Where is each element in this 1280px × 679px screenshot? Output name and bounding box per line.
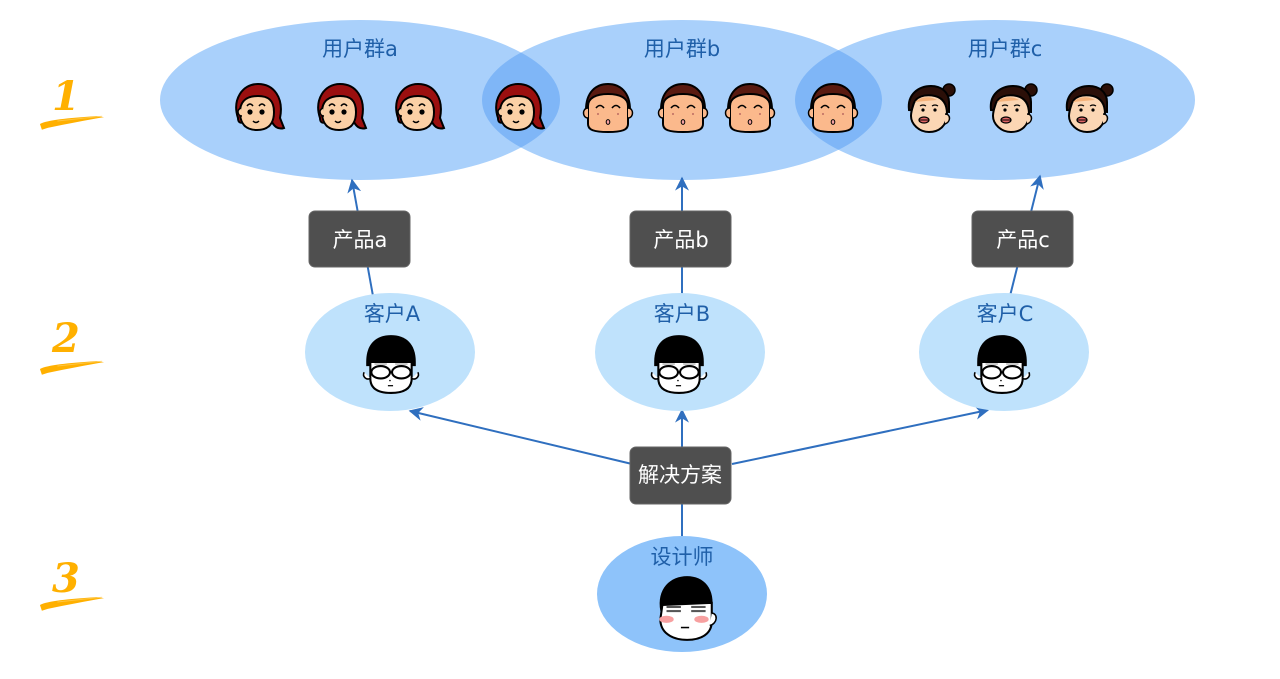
product-a-box[interactable]: 产品a — [308, 210, 411, 268]
user-group-a-label: 用户群a — [322, 37, 398, 61]
user-group-b-label: 用户群b — [644, 37, 720, 61]
step-3-marker: 3 — [39, 555, 105, 612]
user-face-icon — [724, 83, 776, 133]
brush-stroke-icon — [39, 596, 105, 612]
client-b-node[interactable]: 客户B — [595, 293, 765, 411]
product-b-label: 产品b — [653, 228, 708, 252]
client-c-label: 客户C — [977, 302, 1034, 326]
solution-label: 解决方案 — [638, 463, 722, 487]
step-1-number: 1 — [52, 73, 80, 120]
client-avatar-icon — [973, 334, 1031, 394]
user-face-icon — [582, 83, 634, 133]
client-avatar-icon — [650, 334, 708, 394]
designer-label: 设计师 — [651, 545, 714, 569]
product-c-box[interactable]: 产品c — [971, 210, 1074, 268]
client-a-node[interactable]: 客户A — [305, 293, 475, 411]
product-c-label: 产品c — [996, 228, 1050, 252]
user-face-icon — [807, 83, 859, 133]
arrow-solution-to-client-c — [731, 405, 990, 465]
step-2-marker: 2 — [39, 315, 105, 376]
brush-stroke-icon — [39, 115, 105, 131]
product-b-box[interactable]: 产品b — [629, 210, 732, 268]
user-group-c-label: 用户群c — [968, 37, 1043, 61]
step-3-number: 3 — [52, 555, 80, 602]
user-groups-layer: 用户群a 用户群b 用户群c — [160, 20, 1195, 180]
client-c-node[interactable]: 客户C — [919, 293, 1089, 411]
client-avatar-icon — [362, 334, 420, 394]
solution-box[interactable]: 解决方案 — [629, 446, 732, 505]
step-2-number: 2 — [51, 315, 80, 362]
step-1-marker: 1 — [39, 73, 105, 131]
arrow-solution-to-client-a — [408, 407, 633, 465]
client-a-label: 客户A — [364, 302, 421, 326]
client-b-label: 客户B — [654, 302, 710, 326]
brush-stroke-icon — [39, 360, 105, 376]
product-a-label: 产品a — [333, 228, 388, 252]
designer-node[interactable]: 设计师 — [597, 536, 767, 652]
user-face-icon — [657, 83, 709, 133]
